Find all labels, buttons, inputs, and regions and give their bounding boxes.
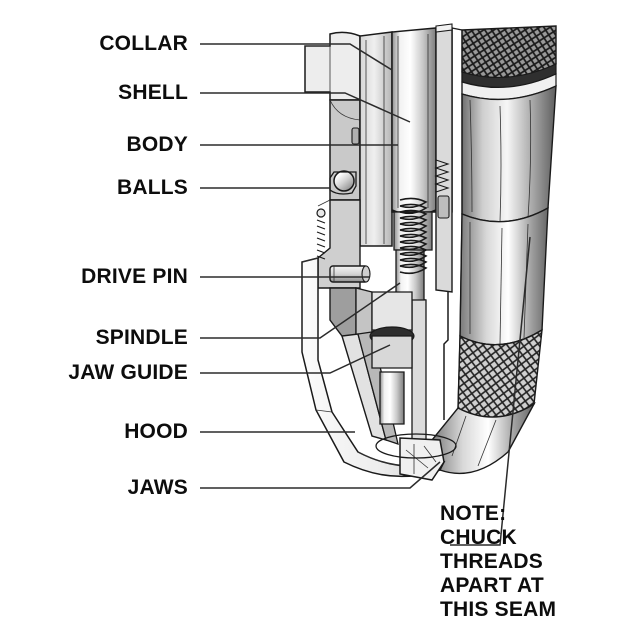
note-block: NOTE: CHUCK THREADS APART AT THIS SEAM [440,502,556,621]
leader-note [450,236,531,546]
leader-collar [200,43,393,71]
label-collar: COLLAR [99,32,188,55]
balls-part [329,170,357,195]
leader-jaws [200,461,441,489]
spindle-top-sliver [435,23,453,33]
label-body: BODY [127,133,188,156]
leader-shell [200,92,411,123]
spindle-part [369,27,437,425]
label-balls: BALLS [117,176,188,199]
note-line-3: THREADS [440,550,543,573]
note-line-4: APART AT [440,574,544,597]
drive-pin-part [329,265,371,283]
label-drive-pin: DRIVE PIN [81,265,188,288]
jaw-tip [399,437,445,481]
note-line-1: NOTE: [440,502,506,525]
leader-lines [200,43,531,546]
coil-spring [399,197,428,275]
leader-jaw-guide [200,344,391,374]
label-spindle: SPINDLE [96,326,188,349]
threaded-sleeve [434,27,453,293]
grip-band-upper [461,84,557,223]
leader-spindle [200,282,401,339]
label-shell: SHELL [118,81,188,104]
ball-bearing [333,170,355,192]
label-group: COLLAR SHELL BODY BALLS DRIVE PIN SPINDL… [68,32,188,499]
chuck-assembly [301,23,557,481]
label-hood: HOOD [124,420,188,443]
retainer-spring [316,208,326,260]
grip-band-middle [459,206,549,346]
collar-part [304,31,361,101]
note-line-2: CHUCK [440,526,517,549]
knurled-grip-upper [461,25,557,101]
label-jaw-guide: JAW GUIDE [68,361,188,384]
label-jaws: JAWS [128,476,188,499]
note-line-5: THIS SEAM [440,598,556,621]
